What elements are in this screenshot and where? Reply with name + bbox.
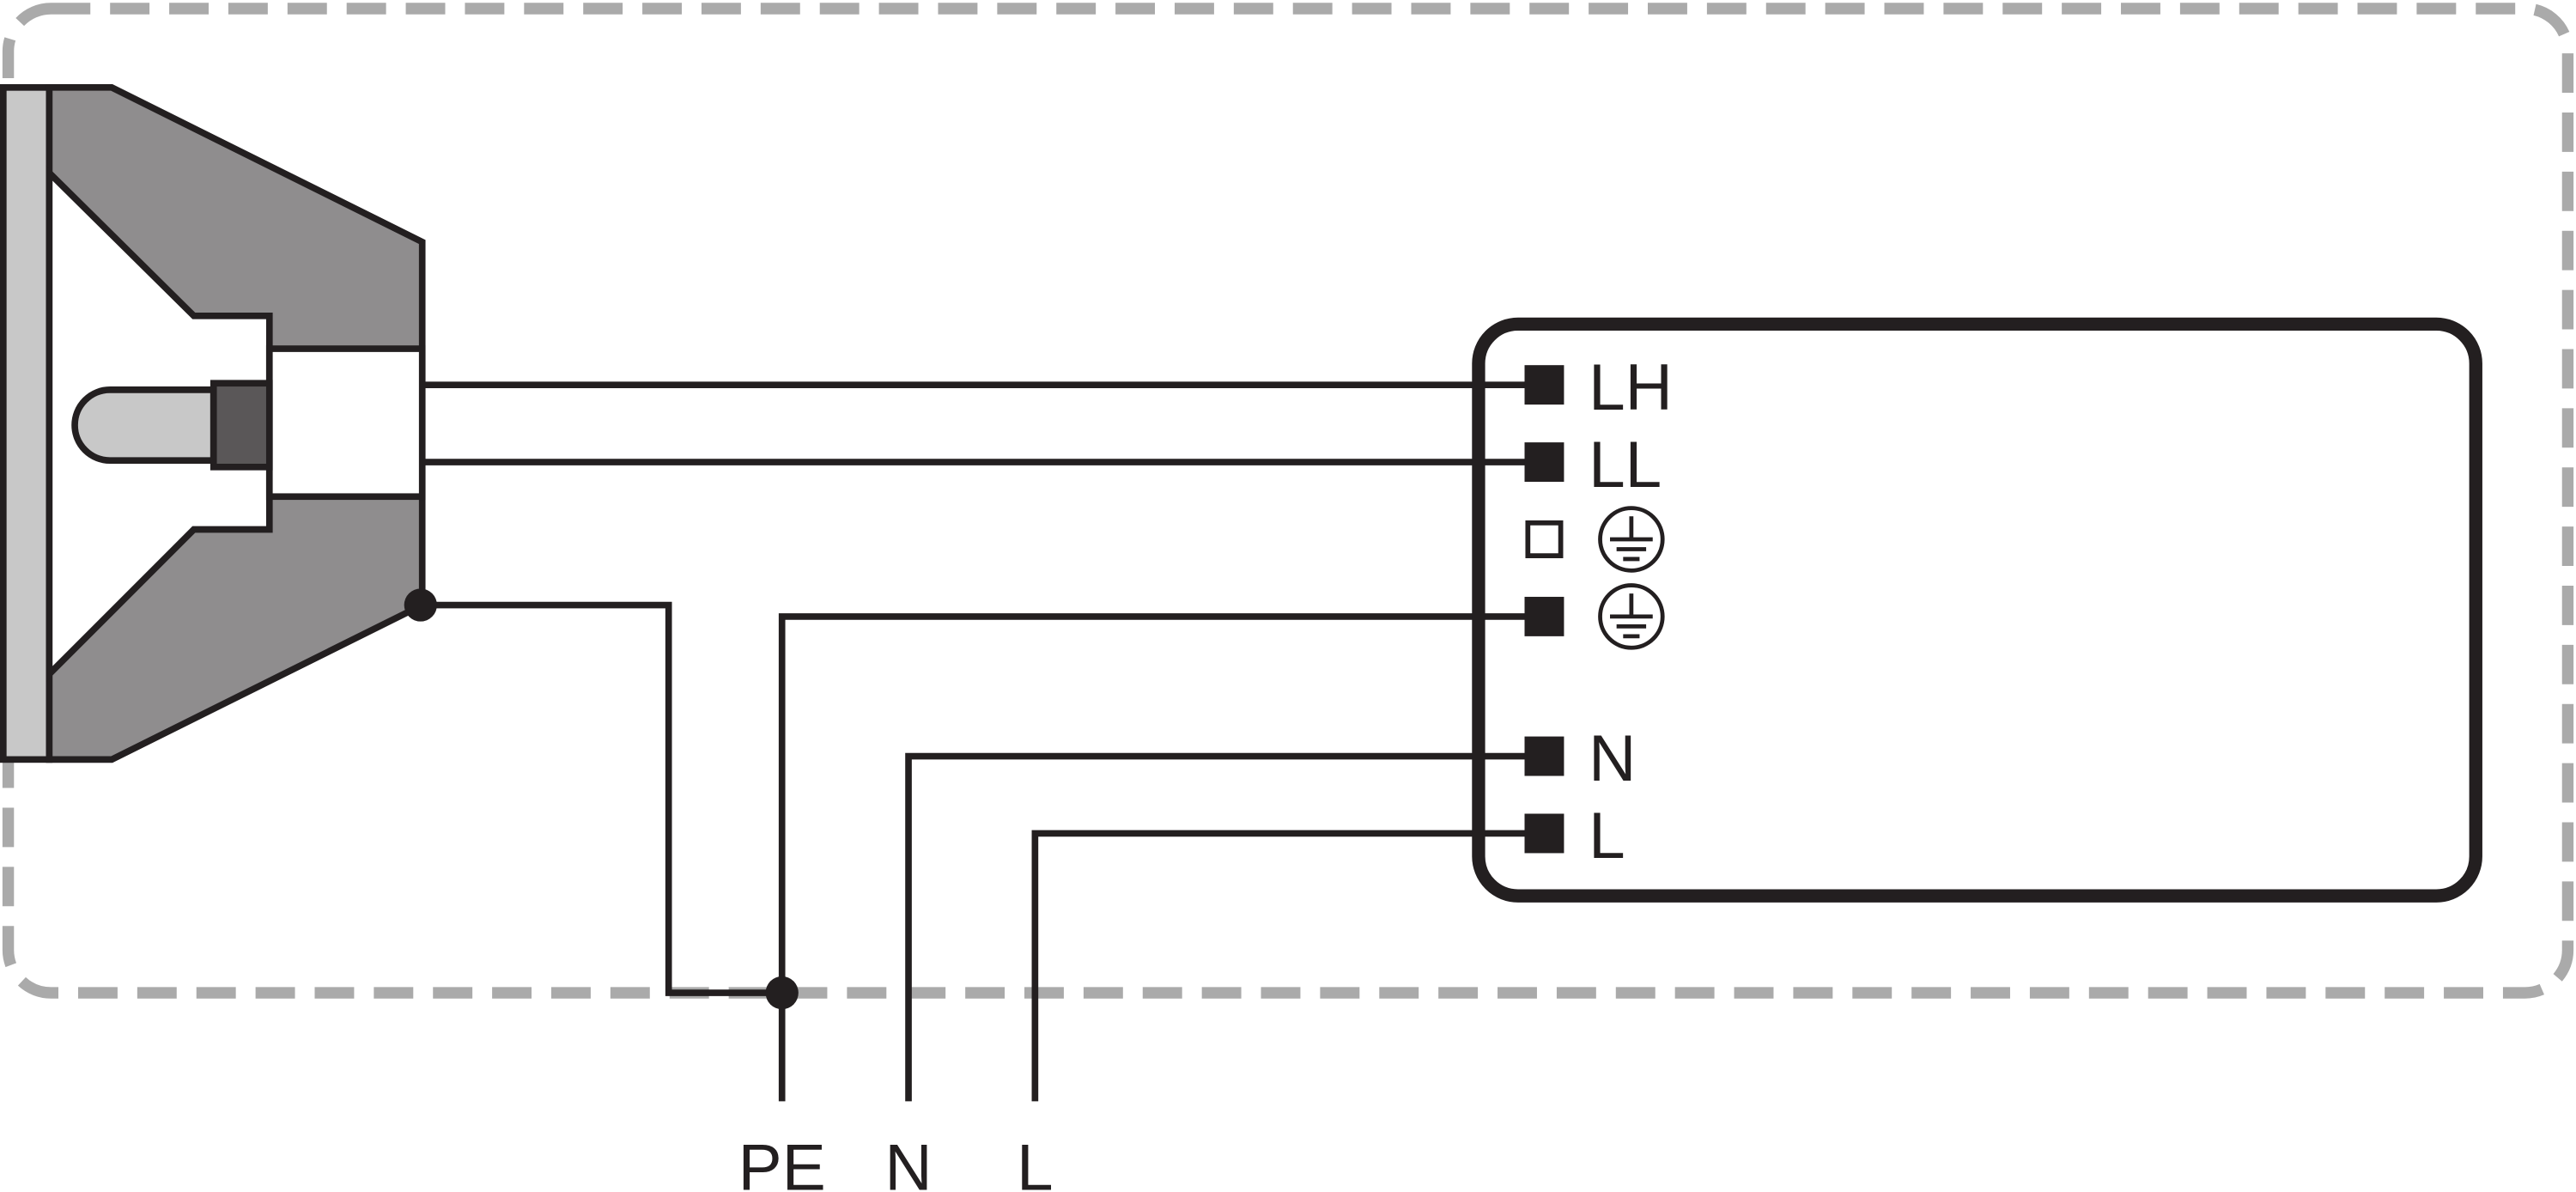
wire-n xyxy=(905,752,1545,1102)
junction-dot xyxy=(404,588,437,622)
supply-label-pe: PE xyxy=(738,1132,826,1192)
terminal-label-ll: LL xyxy=(1589,429,1662,502)
wire-l xyxy=(1031,830,1545,1102)
terminal-label-lh: LH xyxy=(1589,351,1673,424)
junction-dot xyxy=(765,976,799,1010)
ballast-box xyxy=(1472,317,2482,903)
lamp-bulb-base xyxy=(210,380,273,471)
lamp-bulb xyxy=(71,386,217,464)
terminal-ll xyxy=(1524,442,1564,483)
wire-pe xyxy=(778,613,1545,1102)
supply-label-l: L xyxy=(1017,1132,1054,1192)
protective-earth-icon xyxy=(1598,583,1665,650)
lamp-lens xyxy=(0,84,53,763)
lamp-socket xyxy=(265,345,426,501)
terminal-earth-unused xyxy=(1525,520,1564,558)
terminal-n xyxy=(1524,736,1564,776)
luminaire-enclosure-border xyxy=(2,3,2574,999)
terminal-block: LH LL N L xyxy=(1524,351,1673,873)
terminal-l xyxy=(1524,813,1564,854)
protective-earth-icon xyxy=(1598,506,1665,573)
terminal-pe xyxy=(1524,596,1564,636)
lamp-icon xyxy=(0,84,426,763)
terminal-label-n: N xyxy=(1589,722,1636,795)
terminal-lh xyxy=(1524,365,1564,405)
wire-lamp-earth xyxy=(420,601,782,996)
wires xyxy=(420,381,1545,1102)
supply-label-n: N xyxy=(884,1132,932,1192)
terminal-label-l: L xyxy=(1589,800,1625,873)
